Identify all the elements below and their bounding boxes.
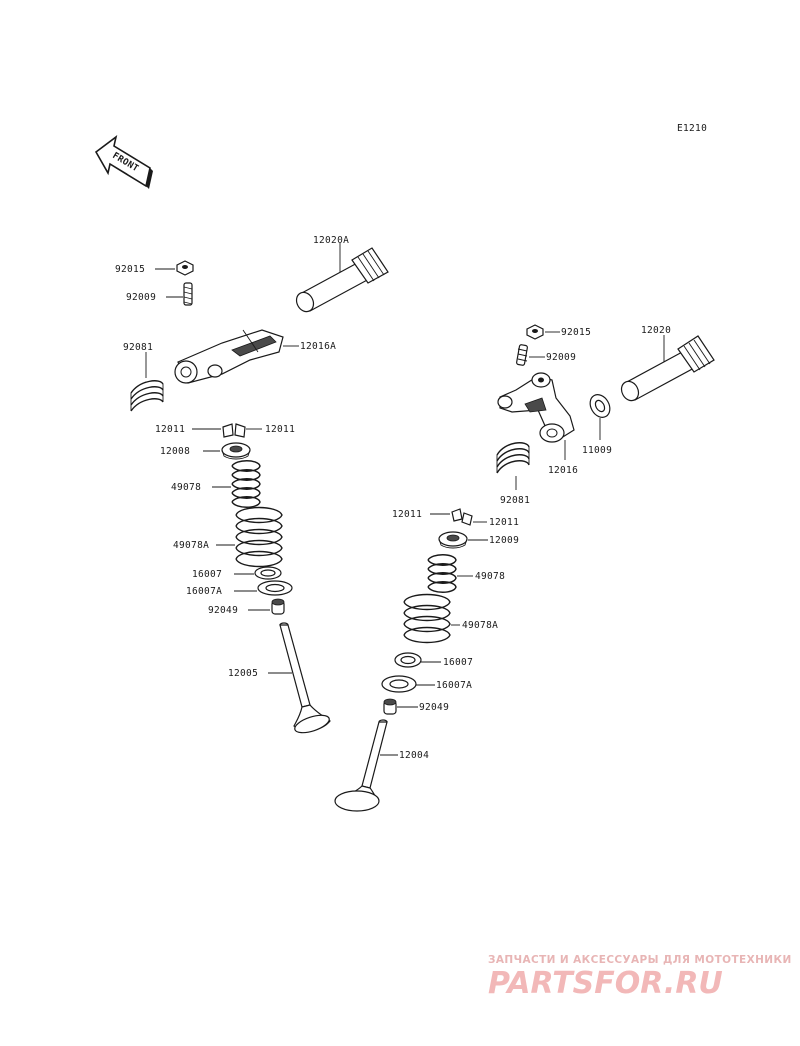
seat-16007-left bbox=[254, 566, 282, 580]
seat-16007A-right bbox=[381, 675, 417, 693]
rocker-shaft-12020 bbox=[620, 335, 715, 402]
washer-11009 bbox=[589, 394, 611, 418]
label-92049-left: 92049 bbox=[208, 605, 238, 616]
watermark-tagline: ЗАПЧАСТИ И АКСЕССУАРЫ ДЛЯ МОТОТЕХНИКИ bbox=[488, 954, 792, 966]
label-49078A-right: 49078A bbox=[462, 620, 498, 631]
label-12016: 12016 bbox=[548, 465, 578, 476]
label-12008: 12008 bbox=[160, 446, 190, 457]
screw-92009-left bbox=[183, 282, 193, 306]
seal-92049-left bbox=[271, 598, 285, 615]
label-92049-right: 92049 bbox=[419, 702, 449, 713]
diagram-code: E1210 bbox=[677, 123, 707, 134]
label-49078-left: 49078 bbox=[171, 482, 201, 493]
seal-92049-right bbox=[383, 698, 397, 715]
label-12011-right-2: 12011 bbox=[489, 517, 519, 528]
label-49078-right: 49078 bbox=[475, 571, 505, 582]
spring-92081-right bbox=[496, 442, 530, 474]
label-92081-left: 92081 bbox=[123, 342, 153, 353]
inner-spring-49078-right bbox=[427, 554, 457, 593]
outer-spring-49078A-right bbox=[403, 593, 451, 644]
outer-spring-49078A-left bbox=[235, 506, 283, 568]
valve-12005 bbox=[279, 622, 331, 734]
label-16007-right: 16007 bbox=[443, 657, 473, 668]
label-92009-left: 92009 bbox=[126, 292, 156, 303]
retainer-12009 bbox=[438, 531, 468, 549]
retainer-12008 bbox=[221, 442, 251, 460]
rocker-shaft-12020A bbox=[295, 247, 389, 313]
collet-12011-right bbox=[451, 508, 473, 526]
collet-12011-left bbox=[222, 423, 246, 438]
nut-92015-left bbox=[176, 260, 194, 276]
label-16007A-right: 16007A bbox=[436, 680, 472, 691]
label-12009: 12009 bbox=[489, 535, 519, 546]
watermark-logo: ЗАПЧАСТИ И АКСЕССУАРЫ ДЛЯ МОТОТЕХНИКИ PA… bbox=[488, 954, 792, 1001]
label-12004: 12004 bbox=[399, 750, 429, 761]
spring-92081-left bbox=[130, 380, 164, 412]
screw-92009-right bbox=[516, 344, 528, 366]
label-12016A: 12016A bbox=[300, 341, 336, 352]
label-11009: 11009 bbox=[582, 445, 612, 456]
seat-16007-right bbox=[394, 652, 422, 668]
nut-92015-right bbox=[526, 324, 544, 340]
valve-12004 bbox=[334, 719, 388, 812]
label-12011-left-1: 12011 bbox=[155, 424, 185, 435]
label-92081-right: 92081 bbox=[500, 495, 530, 506]
label-49078A-left: 49078A bbox=[173, 540, 209, 551]
label-92009-right: 92009 bbox=[546, 352, 576, 363]
watermark-logo-text: PARTSFOR.RU bbox=[488, 966, 723, 1001]
label-12020A: 12020A bbox=[313, 235, 349, 246]
label-92015-right: 92015 bbox=[561, 327, 591, 338]
rocker-arm-12016 bbox=[497, 372, 575, 443]
front-arrow-icon: FRONT bbox=[94, 135, 153, 189]
rocker-arm-12016A bbox=[174, 329, 284, 384]
label-12011-left-2: 12011 bbox=[265, 424, 295, 435]
label-92015-left: 92015 bbox=[115, 264, 145, 275]
label-12011-right-1: 12011 bbox=[392, 509, 422, 520]
label-12020: 12020 bbox=[641, 325, 671, 336]
label-16007A-left: 16007A bbox=[186, 586, 222, 597]
label-12005: 12005 bbox=[228, 668, 258, 679]
inner-spring-49078-left bbox=[231, 460, 261, 508]
label-16007-left: 16007 bbox=[192, 569, 222, 580]
seat-16007A-left bbox=[257, 580, 293, 596]
